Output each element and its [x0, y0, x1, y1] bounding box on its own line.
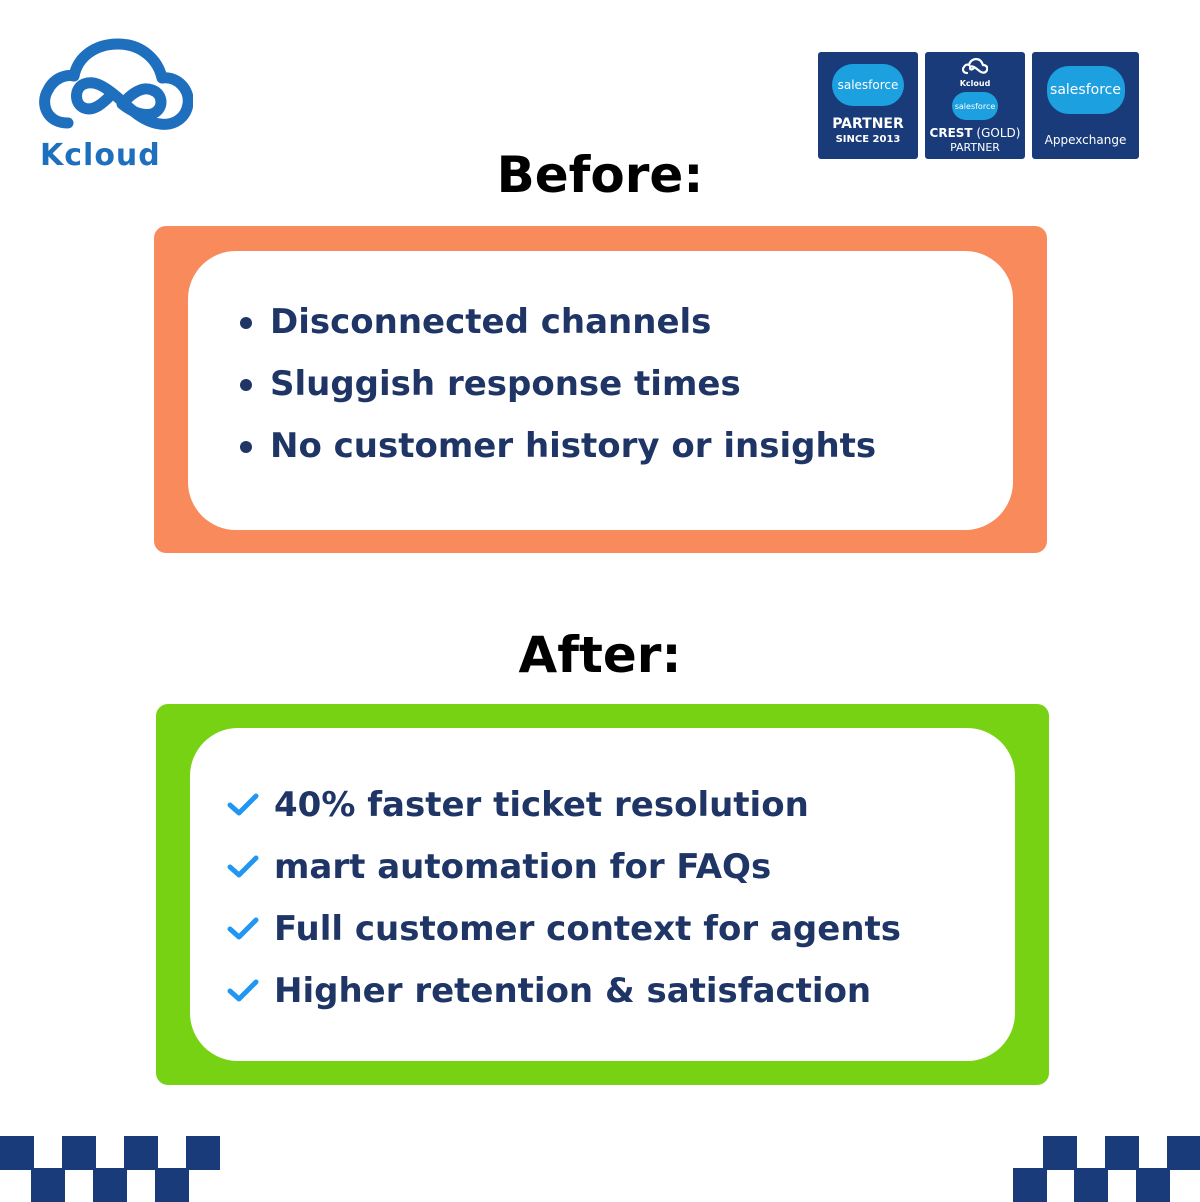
- cloud-infinity-icon: [39, 38, 193, 130]
- crest-gold-partner-badge: Kcloud salesforce CREST (GOLD) PARTNER: [925, 52, 1025, 159]
- badge-line1: PARTNER: [832, 116, 904, 132]
- checker-decoration-right: [1013, 1136, 1200, 1202]
- bullet-icon: [240, 441, 252, 453]
- salesforce-cloud-icon: salesforce: [1046, 66, 1125, 114]
- list-item: Higher retention & satisfaction: [226, 960, 901, 1022]
- after-title: After:: [518, 626, 682, 684]
- appexchange-badge: salesforce Appexchange: [1032, 52, 1139, 159]
- salesforce-cloud-icon: salesforce: [832, 64, 904, 106]
- badge-line1: CREST (GOLD): [929, 126, 1021, 140]
- salesforce-cloud-icon: salesforce: [952, 92, 998, 120]
- list-item: Disconnected channels: [238, 291, 876, 353]
- badge-line2: PARTNER: [950, 141, 1000, 154]
- salesforce-partner-badge: salesforce PARTNER SINCE 2013: [818, 52, 918, 159]
- list-item: Full customer context for agents: [226, 898, 901, 960]
- partner-badges: salesforce PARTNER SINCE 2013 Kcloud sal…: [818, 52, 1139, 159]
- check-icon: [227, 979, 259, 1002]
- check-icon: [227, 855, 259, 878]
- after-list: 40% faster ticket resolution mart automa…: [226, 774, 901, 1022]
- after-card: 40% faster ticket resolution mart automa…: [190, 728, 1015, 1061]
- kcloud-logo: Kcloud: [38, 38, 193, 173]
- check-icon: [227, 917, 259, 940]
- badge-line2: SINCE 2013: [835, 134, 901, 145]
- after-panel: 40% faster ticket resolution mart automa…: [156, 704, 1049, 1085]
- list-item: Sluggish response times: [238, 353, 876, 415]
- before-card: Disconnected channels Sluggish response …: [188, 251, 1013, 530]
- list-item: No customer history or insights: [238, 415, 876, 477]
- logo-wordmark: Kcloud: [40, 138, 161, 173]
- badge-mini-wordmark: Kcloud: [959, 79, 991, 88]
- before-panel: Disconnected channels Sluggish response …: [154, 226, 1047, 553]
- bullet-icon: [240, 379, 252, 391]
- check-icon: [227, 793, 259, 816]
- list-item: mart automation for FAQs: [226, 836, 901, 898]
- before-title: Before:: [496, 146, 704, 204]
- checker-decoration-left: [0, 1136, 225, 1202]
- list-item: 40% faster ticket resolution: [226, 774, 901, 836]
- bullet-icon: [240, 317, 252, 329]
- before-list: Disconnected channels Sluggish response …: [238, 291, 876, 477]
- badge-line1: Appexchange: [1044, 133, 1127, 147]
- kcloud-mini-icon: [925, 57, 1025, 80]
